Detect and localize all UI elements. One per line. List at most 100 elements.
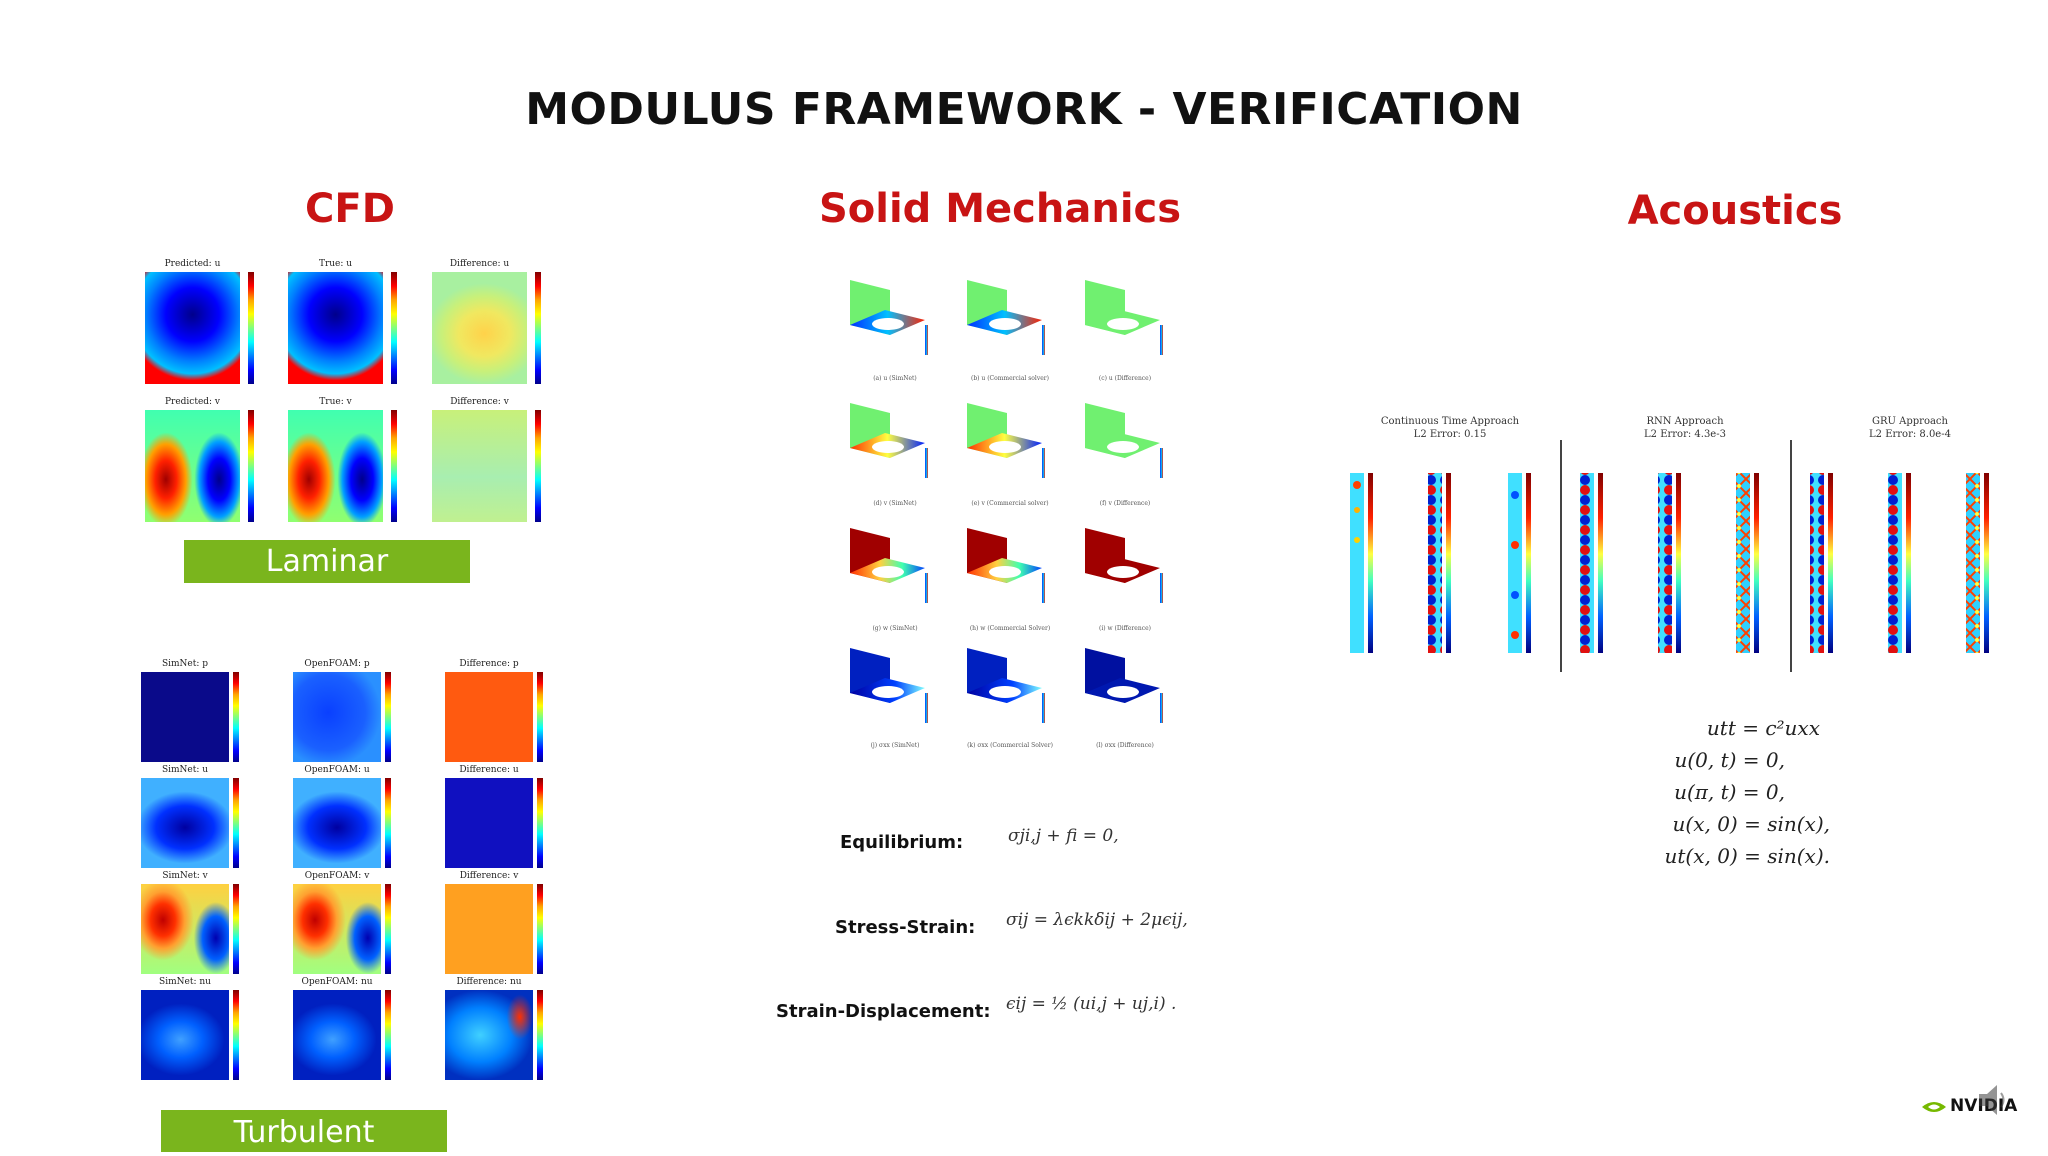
solid-figure: [850, 528, 928, 603]
laminar-plot: True: u: [288, 259, 383, 384]
approach-name: Continuous Time Approach: [1380, 416, 1520, 427]
figure-caption: (h) w (Commercial Solver): [969, 625, 1051, 632]
turbulent-plot: OpenFOAM: nu: [293, 977, 381, 1080]
solid-figure: [967, 280, 1045, 355]
plot-title: SimNet: v: [162, 871, 208, 881]
plot-title: Difference: v: [459, 871, 519, 881]
acoustic-field: [1736, 473, 1750, 653]
acoustic-field: [1428, 473, 1442, 653]
plot-title: Difference: u: [459, 765, 519, 775]
colorbar: [537, 884, 543, 974]
stress-strain-formula: σij = λϵkkδij + 2μϵij,: [1006, 910, 1188, 930]
plot-title: Difference: v: [450, 397, 509, 407]
figure-caption: (j) σxx (SimNet): [870, 742, 920, 749]
solid-figure: [850, 403, 928, 478]
colorbar: [385, 672, 391, 762]
solid-figure: [850, 280, 928, 355]
acoustics-heading: Acoustics: [1627, 188, 1843, 234]
stress-strain-label: Stress-Strain:: [835, 917, 976, 938]
plot-title: OpenFOAM: v: [304, 871, 370, 881]
strain-displacement-formula: ϵij = ½ (ui,j + uj,i) .: [1006, 994, 1177, 1014]
plot-title: Difference: p: [459, 659, 519, 669]
approach-name: RNN Approach: [1646, 416, 1724, 427]
colorbar: [385, 990, 391, 1080]
initial-condition: ut(x, 0) = sin(x).: [1664, 844, 1831, 868]
colorbar: [535, 272, 541, 384]
colorbar: [391, 272, 397, 384]
plot-title: SimNet: p: [161, 659, 209, 669]
turbulent-plot: SimNet: nu: [141, 977, 229, 1080]
solid-figure: [1085, 528, 1163, 603]
solid-figure: [967, 648, 1045, 723]
turbulent-plots: SimNet: p OpenFOAM: p Difference: p SimN…: [135, 659, 575, 1080]
turbulent-plot: SimNet: p: [141, 659, 229, 762]
colorbar: [233, 778, 239, 868]
plot-title: Predicted: u: [164, 259, 221, 269]
colorbar: [248, 410, 254, 522]
laminar-plot: Predicted: v: [145, 397, 240, 522]
turbulent-label: Turbulent: [161, 1110, 447, 1152]
solid-mechanics-figures: (a) u (SimNet) (b) u (Commercial solver)…: [840, 270, 1180, 760]
approach-divider: [1560, 440, 1562, 672]
plot-title: OpenFOAM: u: [304, 765, 370, 775]
laminar-plot: Difference: v: [432, 397, 527, 522]
approach-header: GRU Approach L2 Error: 8.0e-4: [1820, 415, 2000, 441]
approach-divider: [1790, 440, 1792, 672]
acoustic-field: [1508, 473, 1522, 653]
acoustic-field: [1966, 473, 1980, 653]
boundary-condition: u(0, t) = 0,: [1674, 748, 1785, 772]
plot-title: True: u: [318, 259, 353, 269]
approach-header: Continuous Time Approach L2 Error: 0.15: [1360, 415, 1540, 441]
wave-equation: utt = c²uxx: [1706, 716, 1820, 740]
figure-caption: (g) w (SimNet): [872, 625, 918, 632]
colorbar: [391, 410, 397, 522]
figure-caption: (c) u (Difference): [1098, 375, 1152, 382]
solid-figure: [967, 403, 1045, 478]
turbulent-plot: Difference: v: [445, 871, 533, 974]
plot-title: True: v: [319, 397, 352, 407]
nvidia-eye-icon: [1922, 1102, 1946, 1112]
solid-figures-svg: [850, 280, 1163, 723]
turbulent-plot: OpenFOAM: p: [293, 659, 381, 762]
slide-title: MODULUS FRAMEWORK - VERIFICATION: [525, 84, 1523, 135]
cfd-heading: CFD: [305, 186, 395, 232]
acoustic-field: [1580, 473, 1594, 653]
initial-condition: u(x, 0) = sin(x),: [1672, 812, 1830, 836]
laminar-label: Laminar: [184, 540, 470, 583]
approach-error: L2 Error: 4.3e-3: [1644, 429, 1726, 440]
figure-caption: (b) u (Commercial solver): [971, 375, 1049, 382]
colorbar: [535, 410, 541, 522]
figure-caption: (e) v (Commercial solver): [971, 500, 1049, 507]
strain-displacement-label: Strain-Displacement:: [776, 1001, 991, 1022]
laminar-plot: Predicted: u: [145, 259, 240, 384]
speaker-icon[interactable]: [1975, 1080, 2015, 1120]
colorbar: [385, 884, 391, 974]
turbulent-plot: OpenFOAM: v: [293, 871, 381, 974]
acoustics-plots: [1350, 473, 1989, 653]
plot-title: Difference: u: [449, 259, 510, 269]
colorbar: [233, 884, 239, 974]
colorbar: [233, 990, 239, 1080]
approach-error: L2 Error: 0.15: [1413, 429, 1487, 440]
boundary-condition: u(π, t) = 0,: [1674, 780, 1785, 804]
solid-figure: [1085, 280, 1163, 355]
approach-error: L2 Error: 8.0e-4: [1869, 429, 1951, 440]
plot-title: SimNet: nu: [159, 977, 211, 987]
plot-title: OpenFOAM: nu: [301, 977, 373, 987]
colorbar: [537, 672, 543, 762]
colorbar: [248, 272, 254, 384]
equilibrium-label: Equilibrium:: [840, 832, 964, 853]
laminar-plot: Difference: u: [432, 259, 527, 384]
acoustic-field: [1658, 473, 1672, 653]
turbulent-plot: OpenFOAM: u: [293, 765, 381, 868]
figure-caption: (d) v (SimNet): [873, 500, 917, 507]
colorbar: [537, 990, 543, 1080]
figure-caption: (k) σxx (Commercial Solver): [967, 742, 1053, 749]
acoustic-field: [1350, 473, 1364, 653]
colorbar: [385, 778, 391, 868]
turbulent-plot: Difference: p: [445, 659, 533, 762]
plot-title: OpenFOAM: p: [304, 659, 370, 669]
approach-name: GRU Approach: [1872, 416, 1948, 427]
figure-caption: (a) u (SimNet): [873, 375, 917, 382]
turbulent-plot: SimNet: u: [141, 765, 229, 868]
